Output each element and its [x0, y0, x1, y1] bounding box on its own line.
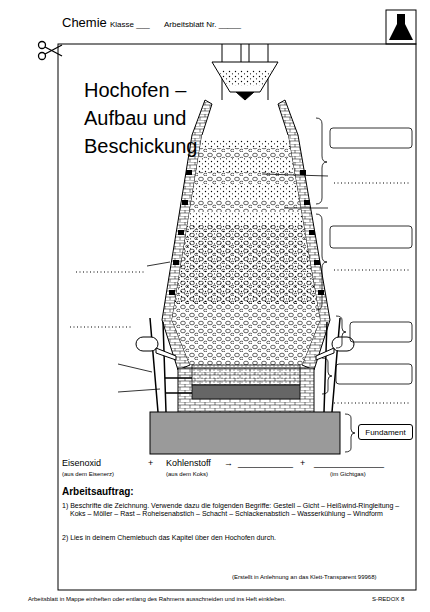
worksheet-title: Hochofen – Aufbau und Beschickung [84, 76, 206, 160]
task-item: 1) Beschrifte die Zeichnung. Verwende da… [62, 502, 410, 518]
sheet-number-field: Arbeitsblatt Nr. _____ [164, 20, 241, 29]
task-item: 2) Lies in deinem Chemiebuch das Kapitel… [62, 534, 410, 542]
equation-operator: + [300, 458, 305, 468]
sheet-code: S-REDOX 8 [372, 596, 404, 603]
answer-blank: ______________ [314, 458, 384, 468]
term-note: (aus dem Eisenerz) [62, 471, 114, 478]
reaction-arrow: → [224, 458, 233, 468]
term-note: (aus dem Koks) [166, 471, 208, 478]
footer-note: Arbeitsblatt in Mappe einheften oder ent… [28, 596, 286, 603]
task-heading: Arbeitsauftrag: [62, 486, 134, 498]
answer-blank: ___________ [238, 458, 293, 468]
class-field: Klasse ___ [110, 20, 150, 29]
source-note: (Erstellt in Anlehnung an das Klett-Tran… [232, 574, 377, 581]
subject-heading: Chemie [62, 16, 107, 31]
box-label: Fundament [359, 428, 412, 438]
equation-operator: + [148, 458, 153, 468]
term-note: (im Gichtgas) [330, 471, 366, 478]
equation-term: Kohlenstoff [166, 458, 211, 468]
label-box: Fundament [358, 424, 413, 440]
equation-term: Eisenoxid [62, 458, 101, 468]
